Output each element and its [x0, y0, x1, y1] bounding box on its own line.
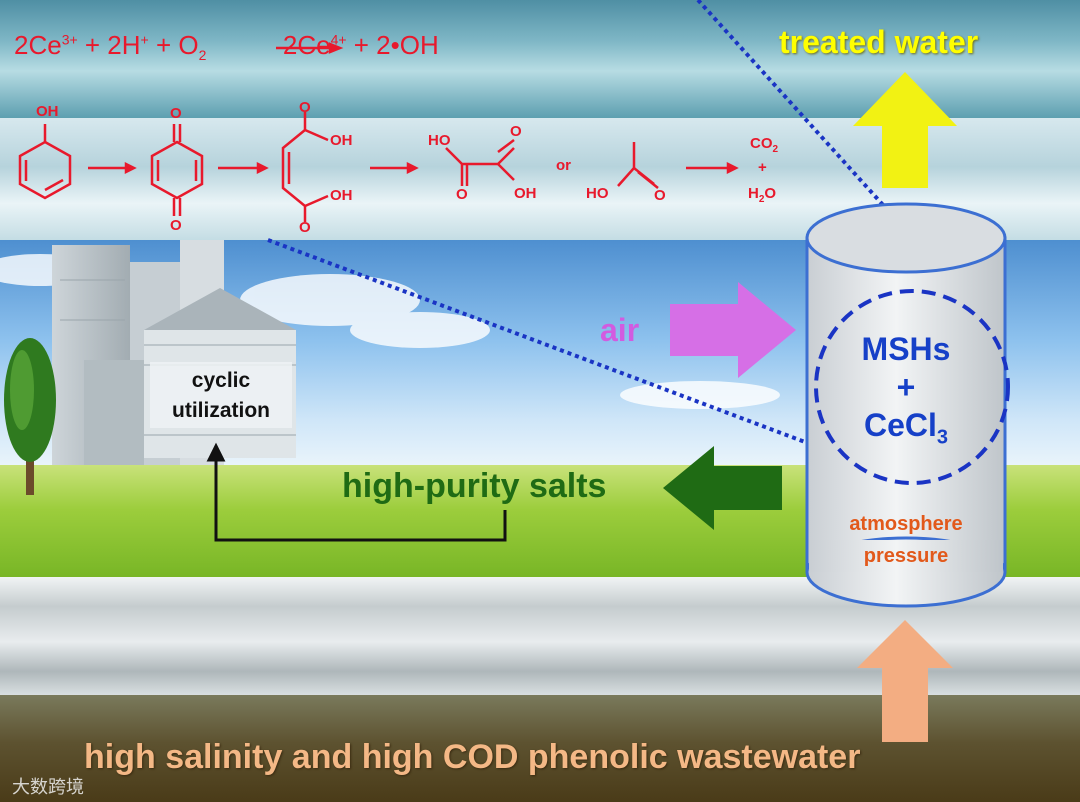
catalyst-label: MSHs + CeCl3 — [812, 330, 1000, 456]
zoom-dotted-lines — [267, 0, 987, 482]
phenol-oh-label: OH — [36, 103, 59, 120]
pressure-line: pressure — [863, 545, 949, 567]
cecl3-label: CeCl3 — [863, 407, 949, 449]
oxalic-ho-label: HO — [428, 132, 451, 149]
acetic-acid-structure — [617, 142, 659, 189]
treated-water-label: treated water — [779, 24, 979, 60]
plus-label: + — [758, 159, 767, 176]
maleic-o-bottom: O — [299, 219, 311, 236]
cyclic-line-2: utilization — [172, 399, 270, 422]
benzoquinone-structure — [150, 140, 204, 200]
cerium-redox-equation: 2Ce3+ + 2H+ + O2 2Ce4+ + 2•OH — [14, 30, 439, 64]
salts-arrow — [663, 446, 782, 530]
treated-water-arrow — [853, 72, 957, 188]
high-purity-salts-label: high-purity salts — [342, 467, 607, 505]
maleic-oh-bottom: OH — [330, 187, 353, 204]
acetic-o-label: O — [654, 187, 666, 204]
oxalic-o-top-label: O — [510, 123, 522, 140]
or-label: or — [556, 157, 571, 174]
tree-illustration — [4, 338, 56, 495]
maleic-o-top: O — [299, 99, 311, 116]
degradation-pathway — [18, 42, 739, 222]
cyclic-line-1: cyclic — [191, 369, 251, 392]
acetic-ho-label: HO — [586, 185, 609, 202]
inflow-arrow — [857, 620, 953, 742]
silo-illustration — [52, 240, 296, 465]
catalyst-plus: + — [896, 369, 916, 405]
co2-label: CO2 — [750, 135, 779, 155]
quinone-o-top: O — [170, 105, 182, 122]
air-label: air — [600, 312, 640, 348]
phenol-structure — [18, 140, 72, 200]
reactor-cylinder — [805, 202, 1010, 608]
oxalic-o-label: O — [456, 186, 468, 203]
watermark: 大数跨境 — [12, 777, 84, 797]
recycle-line — [206, 442, 507, 542]
mshs-label: MSHs — [861, 331, 951, 367]
maleic-acid-structure — [281, 112, 329, 222]
h2o-label: H2O — [748, 185, 776, 205]
cyclic-box — [150, 362, 292, 428]
pathway-labels: OH O O O OH OH O HO O O OH or HO O CO2 +… — [36, 99, 779, 236]
quinone-o-bottom: O — [170, 217, 182, 234]
maleic-oh-top: OH — [330, 132, 353, 149]
air-arrow — [670, 282, 796, 378]
atmosphere-pressure-label: atmosphere pressure — [812, 508, 1000, 572]
reaction-zone-circle — [814, 289, 1010, 485]
oxalic-acid-structure — [445, 139, 515, 186]
atmosphere-line: atmosphere — [849, 513, 963, 535]
wastewater-label: high salinity and high COD phenolic wast… — [84, 738, 861, 776]
oxalic-oh-label: OH — [514, 185, 537, 202]
cyclic-utilization-label: cyclic utilization — [148, 366, 294, 426]
